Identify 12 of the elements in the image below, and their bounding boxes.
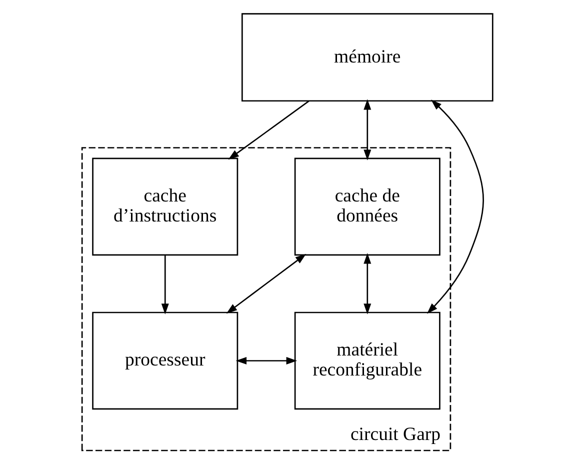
arrow [363, 99, 371, 160]
node-box: processeur [92, 312, 238, 410]
node-box: cache de données [294, 158, 440, 256]
arrow [226, 254, 306, 314]
node-box: mémoire [240, 13, 493, 102]
node-box: matériel reconfigurable [294, 312, 440, 410]
arrow [363, 253, 371, 314]
arrow [235, 356, 297, 364]
node-box: cache d’instructions [92, 158, 238, 256]
arrow [426, 100, 484, 314]
arrow [228, 100, 309, 160]
arrow [160, 255, 168, 314]
